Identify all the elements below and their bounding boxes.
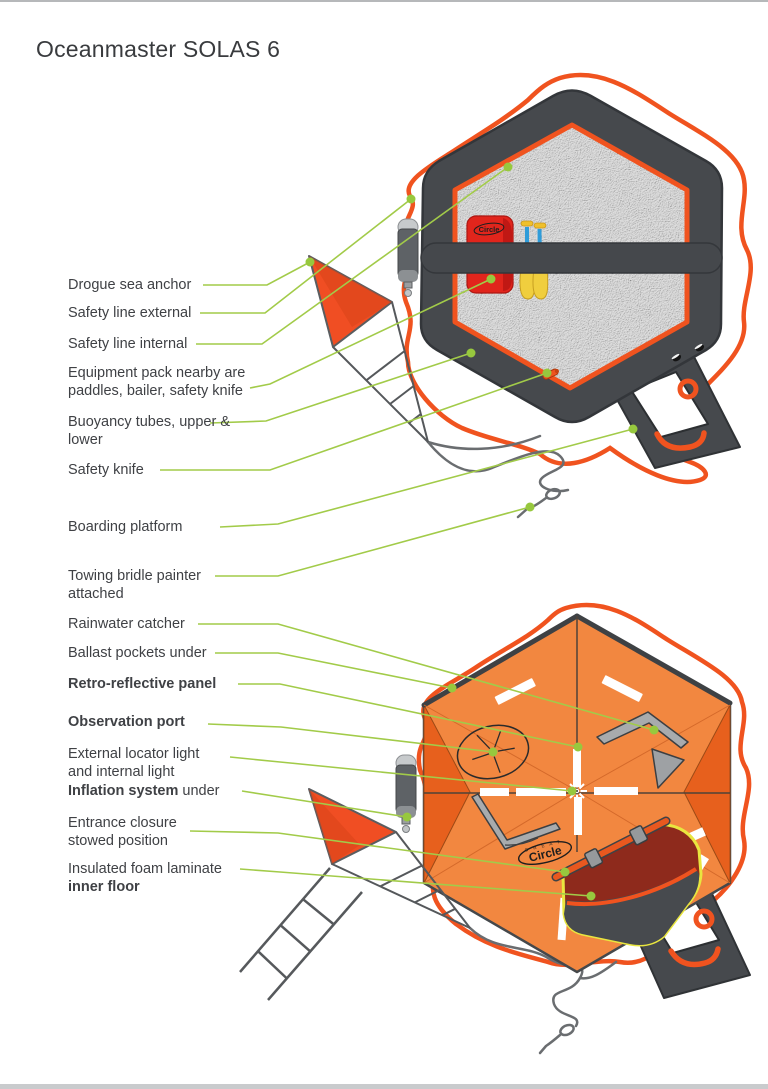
label-buoyancy-tubes: Buoyancy tubes, upper & lower (68, 414, 231, 448)
drogue-sea-anchor-cone (308, 255, 429, 443)
label-external-locator-light: External locator light and internal ligh… (68, 746, 200, 780)
leader-buoyancy-tubes (209, 352, 472, 424)
leader-safety-knife (160, 372, 548, 471)
callout-dots (305, 162, 659, 901)
leader-entrance-closure (189, 830, 566, 873)
leader-inflation-system (241, 790, 408, 818)
label-safety-line-internal: Safety line internal (68, 336, 188, 352)
label-safety-line-external: Safety line external (68, 305, 192, 321)
canopy-side-panel-right (683, 704, 731, 884)
leader-safety-line-internal (196, 166, 509, 345)
label-entrance-closure: Entrance closure stowed position (68, 815, 177, 849)
thwart-bar (420, 242, 723, 274)
leader-boarding-platform (219, 428, 634, 528)
leader-insulated-floor (239, 868, 592, 897)
painter-rope (426, 434, 570, 519)
tube-holes (671, 343, 705, 362)
page-title: Oceanmaster SOLAS 6 (36, 36, 281, 62)
label-observation-port: Observation port (68, 714, 185, 730)
drogue-bridle (332, 301, 429, 443)
leader-lines (160, 166, 655, 897)
leader-towing-bridle (215, 506, 531, 577)
pack-brand-logo: Circle (473, 222, 505, 236)
leader-drogue-sea-anchor (203, 261, 311, 286)
leader-external-locator (229, 756, 573, 792)
label-drogue-sea-anchor: Drogue sea anchor (68, 277, 192, 293)
label-equipment-pack: Equipment pack nearby are paddles, baile… (68, 365, 246, 399)
platform-ring (677, 378, 699, 400)
leader-rainwater-catcher (198, 623, 655, 731)
drogue-cylinder (397, 218, 419, 297)
platform-handle (654, 430, 707, 451)
svg-text:Circle: Circle (479, 225, 500, 234)
leader-safety-line-external (200, 198, 412, 314)
page-bottom-edge (0, 1084, 768, 1089)
leader-ballast-pockets (215, 652, 453, 689)
canopy-edge-right (574, 613, 733, 706)
canopy-painter-rope (468, 926, 618, 1055)
entrance-closure-roll (551, 816, 671, 882)
canopy-drogue-cone (239, 788, 471, 1001)
safety-line-internal-trim (452, 122, 690, 391)
canopy-side-panel-left (423, 704, 471, 884)
page-top-edge (0, 0, 768, 2)
label-safety-knife: Safety knife (68, 462, 144, 478)
leader-retro-reflective (238, 683, 579, 748)
label-boarding-platform: Boarding platform (68, 519, 183, 535)
raft-canopy-figure: G R E A T Circle (239, 602, 752, 1055)
leader-observation-port (207, 723, 494, 753)
raft-interior-figure: Circle (308, 72, 753, 519)
label-insulated-floor: Insulated foam laminate inner floor (68, 861, 222, 895)
entrance-opening (551, 816, 703, 947)
label-rainwater-catcher: Rainwater catcher (68, 616, 185, 632)
label-inflation-system: Inflation system under (68, 783, 220, 799)
rope-ladder (239, 867, 363, 1001)
leader-equipment-pack (249, 278, 492, 389)
canopy-brand-logo: G R E A T Circle (518, 839, 572, 865)
rainwater-catcher (471, 711, 689, 850)
label-towing-bridle: Towing bridle painter attached (68, 568, 201, 602)
observation-port (456, 724, 530, 780)
label-ballast-pockets: Ballast pockets under (68, 645, 207, 661)
label-retro-reflective-panel: Retro-reflective panel (68, 676, 217, 692)
